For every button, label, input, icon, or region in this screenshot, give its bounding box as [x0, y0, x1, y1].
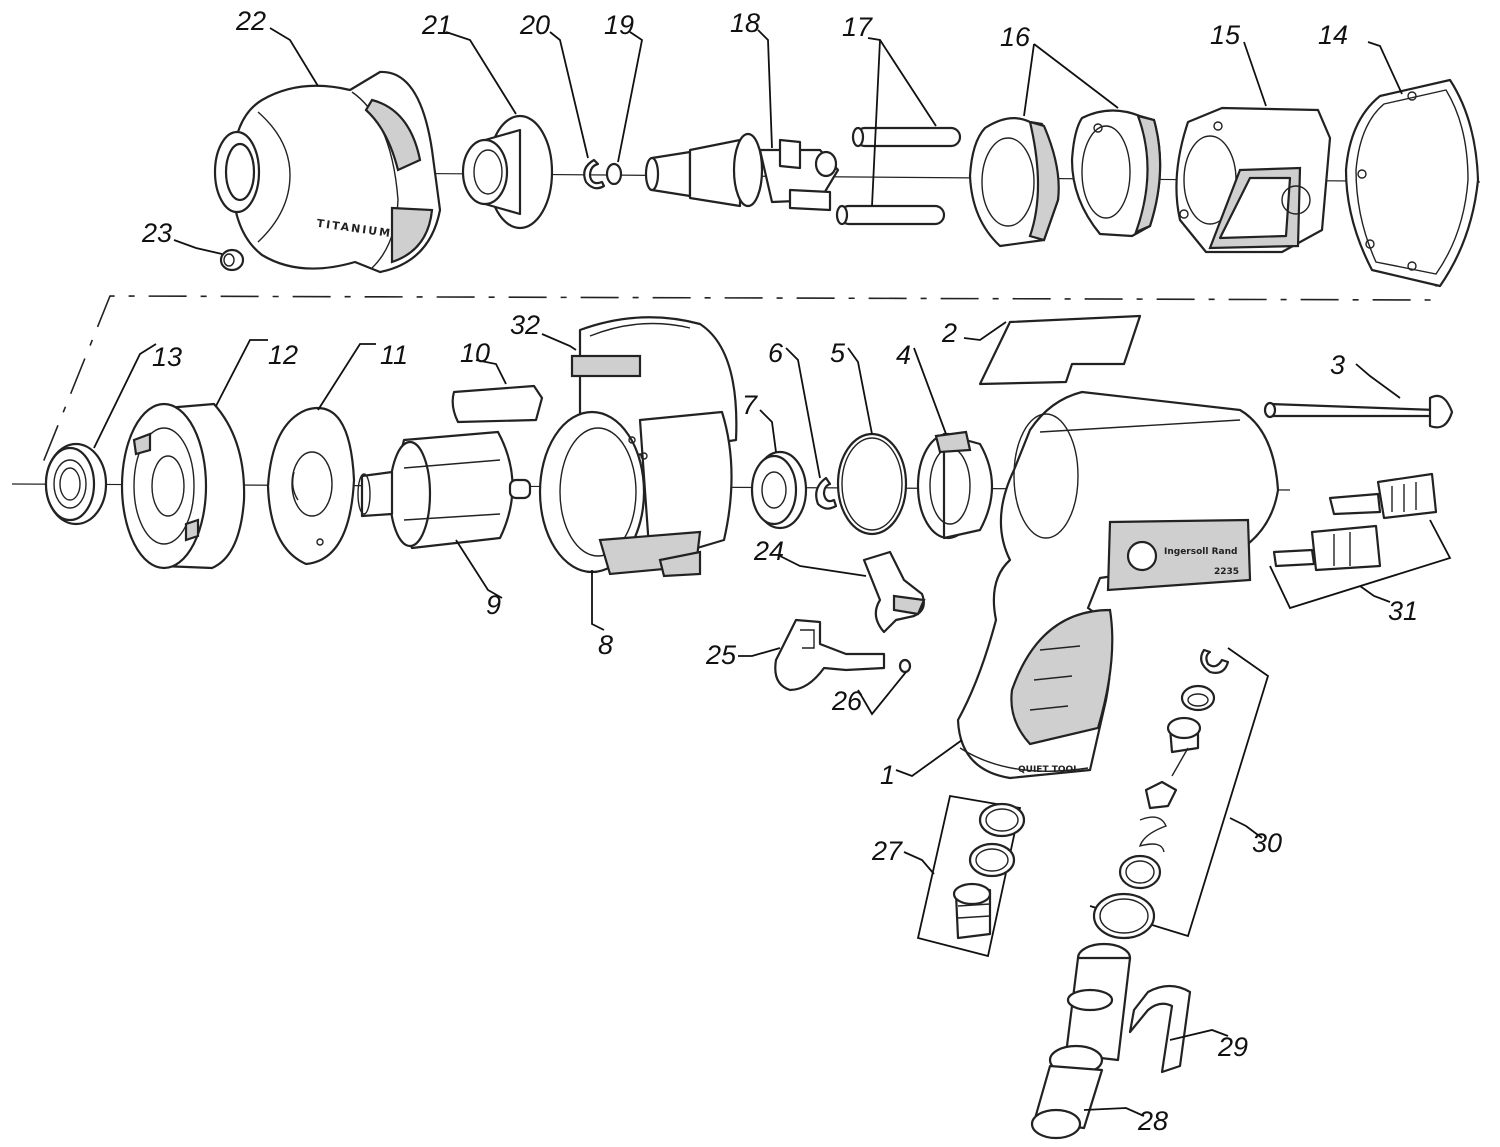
part-15-hammer-housing [1175, 106, 1332, 254]
callout-5: 5 [830, 338, 846, 368]
callout-29: 29 [1217, 1032, 1248, 1062]
callout-13: 13 [152, 342, 182, 372]
callout-11: 11 [380, 340, 408, 370]
part-13-bearing [44, 442, 108, 526]
part-25-trigger [774, 618, 886, 692]
callout-2: 2 [941, 318, 957, 348]
callout-7: 7 [742, 390, 758, 420]
part-11-plate [266, 407, 356, 566]
quiet-tool-marking: QUIET TOOL [1018, 765, 1079, 775]
callout-21: 21 [421, 10, 452, 40]
part-30-throttle-group [1089, 647, 1270, 940]
part-1-housing: Ingersoll Rand 2235 QUIET TOOL [956, 390, 1280, 780]
part-7-bearing [750, 450, 808, 530]
callout-6: 6 [768, 338, 784, 368]
part-16-hammer-cage [968, 109, 1162, 248]
callout-32: 32 [510, 310, 540, 340]
callout-16: 16 [1000, 22, 1031, 52]
part-5-o-ring [836, 432, 908, 536]
callout-26: 26 [831, 686, 863, 716]
callout-31: 31 [1388, 596, 1418, 626]
part-29-clip [1128, 984, 1192, 1074]
part-4-muffler [916, 430, 994, 540]
callout-18: 18 [730, 8, 760, 38]
part-26-o-ring [898, 658, 912, 674]
part-20-retaining-ring [583, 158, 606, 190]
callout-1: 1 [880, 760, 895, 790]
part-23-plug [219, 248, 245, 272]
model-number: 2235 [1214, 567, 1239, 577]
callout-27: 27 [871, 836, 903, 866]
part-3-bolt [1263, 394, 1454, 429]
part-14-gasket [1344, 78, 1480, 288]
callout-20: 20 [519, 10, 550, 40]
part-2-label [978, 314, 1142, 386]
callout-12: 12 [268, 340, 298, 370]
part-28-inlet-bushing [1030, 942, 1132, 1140]
callout-17: 17 [842, 12, 873, 42]
callout-23: 23 [141, 218, 172, 248]
part-21-bushing [461, 114, 554, 230]
leader-lines [93, 27, 1403, 1117]
callout-labels: 22 21 20 19 18 17 16 15 14 23 13 12 11 1… [141, 6, 1418, 1136]
part-9-rotor [357, 430, 532, 550]
callout-9: 9 [486, 590, 501, 620]
callout-19: 19 [604, 10, 634, 40]
callout-28: 28 [1137, 1106, 1168, 1136]
part-24-spring [862, 550, 926, 634]
brand-plate: Ingersoll Rand [1164, 547, 1237, 557]
callout-22: 22 [235, 6, 266, 36]
callout-10: 10 [460, 338, 490, 368]
callout-4: 4 [896, 340, 911, 370]
part-12-end-plate [120, 402, 246, 570]
callout-8: 8 [598, 630, 613, 660]
part-27-inlet-group [916, 794, 1026, 958]
part-6-retaining-ring [815, 476, 838, 510]
callout-3: 3 [1330, 350, 1345, 380]
callout-25: 25 [705, 640, 737, 670]
callout-14: 14 [1318, 20, 1348, 50]
part-19-o-ring [605, 162, 623, 186]
callout-15: 15 [1210, 20, 1241, 50]
part-18-anvil [644, 132, 840, 212]
callout-24: 24 [753, 536, 784, 566]
part-31-reverse-valve [1269, 472, 1452, 610]
part-22-hammer-case: TITANIUM [213, 70, 442, 274]
part-17-pins [835, 126, 962, 226]
part-8-cylinder [538, 410, 733, 578]
part-10-vane [451, 384, 544, 424]
callout-30: 30 [1252, 828, 1282, 858]
